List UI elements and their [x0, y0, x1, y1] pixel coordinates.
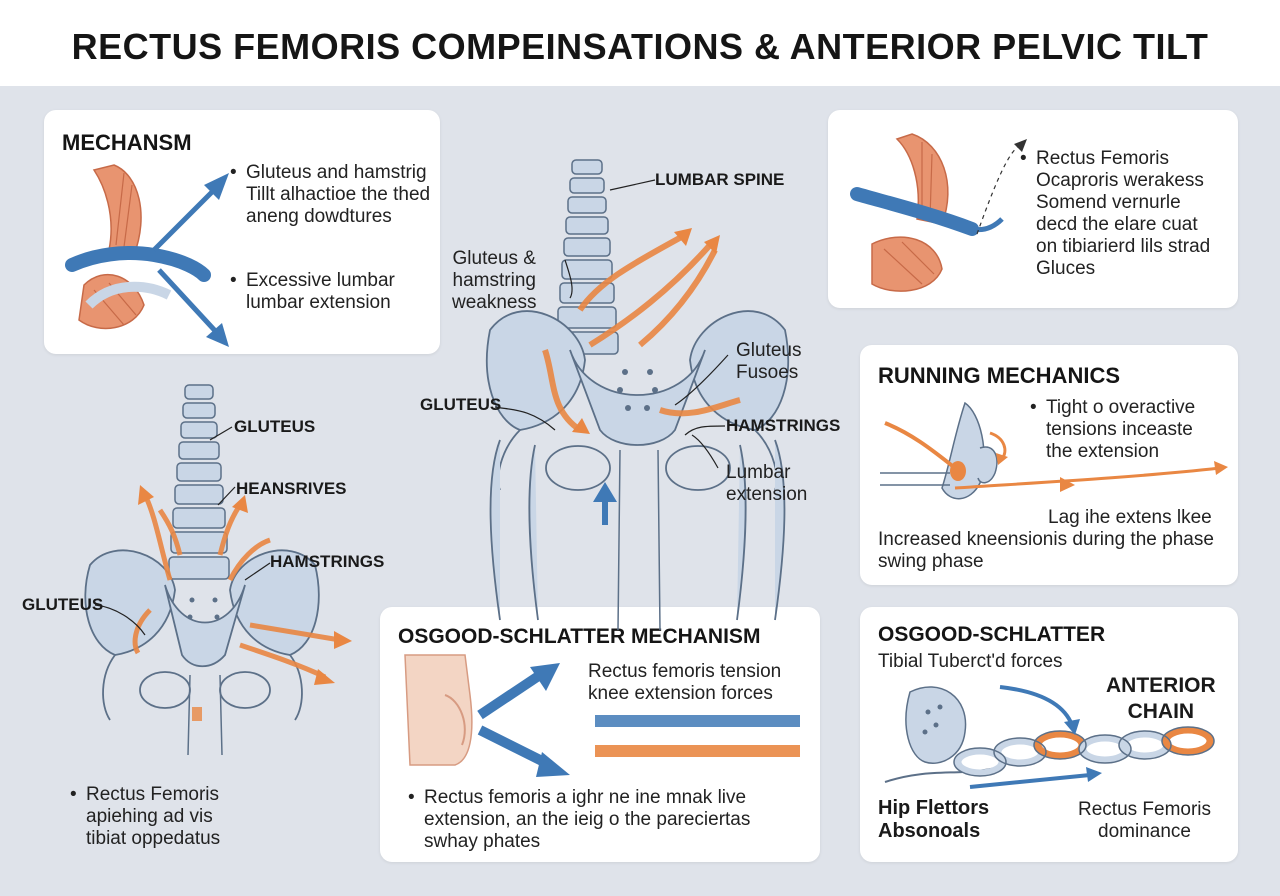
- center-gluteus-label: GLUTEUS: [420, 395, 502, 414]
- text-line: lumbar extension: [246, 292, 391, 313]
- osgood-mechanism-lines: Rectus femoris tension knee extension fo…: [588, 661, 781, 705]
- text-line: extension, an the ieig o the pareciertas: [424, 809, 751, 830]
- text-line: decd the elare cuat: [1036, 214, 1198, 235]
- mechanism-bullet-1: Gluteus and hamstrig Tillt alhactioe the…: [230, 162, 430, 228]
- running-mechanics-panel: RUNNING MECHANICS Tight o overactive ten…: [860, 345, 1238, 585]
- left-pelvis-diagram: [84, 384, 352, 756]
- center-pelvis-diagram: [486, 159, 789, 631]
- osgood-mechanism-title: OSGOOD-SCHLATTER MECHANISM: [398, 625, 761, 648]
- osgood-panel: OSGOOD-SCHLATTER Tibial Tuberct'd forces: [860, 607, 1238, 862]
- text-line: Hip Flettors: [878, 797, 990, 819]
- text-line: swhay phates: [424, 831, 541, 852]
- text-line: weakness: [452, 292, 537, 313]
- text-line: aneng dowdtures: [246, 206, 392, 227]
- title-bar: RECTUS FEMORIS COMPEINSATIONS & ANTERIOR…: [0, 0, 1280, 86]
- text-line: Somend vernurle: [1036, 192, 1181, 213]
- text-line: tibiat oppedatus: [86, 828, 221, 849]
- text-line: Ocaproris werakess: [1036, 170, 1204, 191]
- center-hamstrings-label: HAMSTRINGS: [726, 416, 841, 435]
- running-title: RUNNING MECHANICS: [878, 363, 1120, 388]
- page-title: RECTUS FEMORIS COMPEINSATIONS & ANTERIOR…: [71, 26, 1209, 67]
- lumbar-spine-label: LUMBAR SPINE: [655, 170, 785, 189]
- left-spine: [168, 384, 230, 580]
- running-text: Tight o overactive tensions inceaste the…: [1030, 397, 1195, 463]
- text-line: the extension: [1046, 441, 1160, 462]
- text-line: Gluces: [1036, 258, 1096, 279]
- mechanism-panel: MECHANSM Gluteus and hamstrig Tillt alha…: [44, 110, 440, 354]
- knee-running-illustration: [880, 401, 1228, 500]
- text-line: Rectus Femoris: [1036, 148, 1170, 169]
- running-note-2: Increased kneensionis during the phase s…: [878, 529, 1214, 573]
- osgood-title: OSGOOD-SCHLATTER: [878, 623, 1106, 646]
- gluteus-hamstring-weakness-label: Gluteus & hamstring weakness: [452, 248, 537, 314]
- anterior-chain-illustration: [884, 685, 1215, 789]
- text-line: ANTERIOR: [1106, 674, 1216, 697]
- text-line: Rectus Femoris: [86, 784, 220, 805]
- running-bullet: Tight o overactive tensions inceaste the…: [1030, 397, 1195, 463]
- hip-flexors-label: Hip Flettors Absonoals: [878, 797, 989, 843]
- anterior-chain-label: ANTERIOR CHAIN: [1106, 673, 1216, 725]
- text-line: apiehing ad vis: [86, 806, 213, 827]
- osgood-mechanism-panel: OSGOOD-SCHLATTER MECHANISM Rectus femori…: [380, 607, 820, 862]
- text-line: Gluteus and hamstrig: [246, 162, 427, 183]
- left-gluteus-top-label: GLUTEUS: [234, 417, 316, 436]
- text-line: Tight o overactive: [1046, 397, 1196, 418]
- text-line: extension: [726, 484, 808, 505]
- text-line: Absonoals: [878, 820, 981, 842]
- text-line: tensions inceaste: [1046, 419, 1193, 440]
- mechanism-bullet-2: Excessive lumbar lumbar extension: [230, 270, 430, 314]
- left-hamstrings-label: HAMSTRINGS: [270, 552, 385, 571]
- text-line: knee extension forces: [588, 683, 773, 704]
- mechanism-text: Gluteus and hamstrig Tillt alhactioe the…: [230, 162, 430, 314]
- text-line: Rectus Femoris: [1078, 799, 1212, 820]
- text-line: Rectus femoris tension: [588, 661, 782, 682]
- mechanism-title: MECHANSM: [62, 130, 192, 155]
- text-line: Increased kneensionis during the phase: [878, 529, 1214, 550]
- rf-dominance-label: Rectus Femoris dominance: [1078, 799, 1211, 843]
- text-line: Gluteus: [736, 340, 802, 361]
- rectus-muscle-illustration: [850, 133, 1027, 292]
- rectus-text: Rectus Femoris Ocaproris werakess Somend…: [1020, 148, 1210, 280]
- left-note-bullet: Rectus Femoris apiehing ad vis tibiat op…: [70, 784, 220, 850]
- knee-force-illustration: [404, 654, 800, 777]
- text-line: swing phase: [878, 551, 984, 572]
- osgood-subtitle: Tibial Tuberct'd forces: [878, 651, 1063, 672]
- left-heansrives-label: HEANSRIVES: [236, 479, 347, 498]
- text-line: Tillt alhactioe the thed: [246, 184, 431, 205]
- left-gluteus-label: GLUTEUS: [22, 595, 104, 614]
- text-line: Excessive lumbar: [246, 270, 395, 291]
- text-line: dominance: [1098, 821, 1191, 842]
- osgood-mechanism-bullet: Rectus femoris a ighr ne ine mnak live e…: [408, 787, 750, 853]
- lumbar-extension-label: Lumbar extension: [726, 462, 807, 506]
- text-line: Lumbar: [726, 462, 791, 483]
- left-diagram-note: Rectus Femoris apiehing ad vis tibiat op…: [70, 784, 220, 850]
- rectus-bullet: Rectus Femoris Ocaproris werakess Somend…: [1020, 148, 1210, 280]
- text-line: Gluteus &: [452, 248, 536, 269]
- gluteus-fusoes-label: Gluteus Fusoes: [736, 340, 801, 384]
- text-line: hamstring: [452, 270, 536, 291]
- text-line: Fusoes: [736, 362, 799, 383]
- rectus-femoris-panel: Rectus Femoris Ocaproris werakess Somend…: [828, 110, 1238, 308]
- text-line: on tibiarierd lils strad: [1036, 236, 1211, 257]
- hip-muscle-illustration: [65, 164, 229, 347]
- text-line: Rectus femoris a ighr ne ine mnak live: [424, 787, 747, 808]
- text-line: CHAIN: [1127, 700, 1195, 723]
- osgood-mechanism-bullet-text: Rectus femoris a ighr ne ine mnak live e…: [408, 787, 750, 853]
- running-note-1: Lag ihe extens lkee: [1048, 507, 1212, 528]
